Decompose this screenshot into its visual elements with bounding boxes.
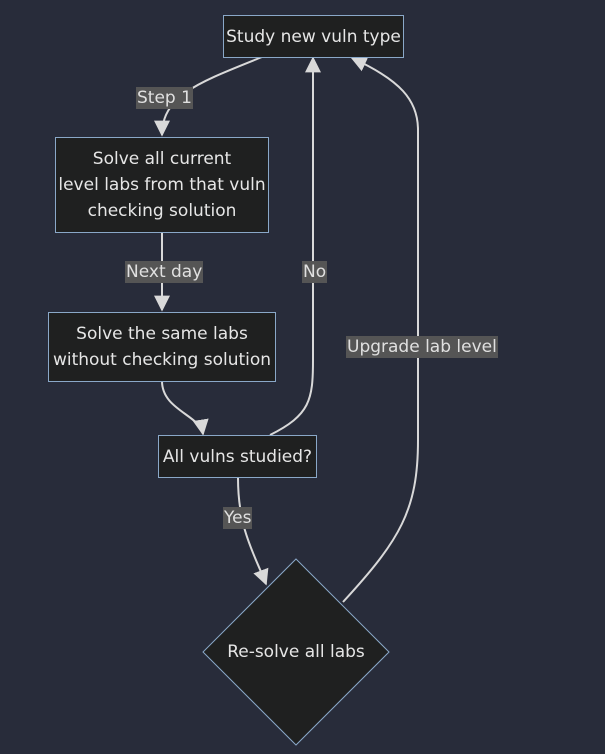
edge-label-next-day: Next day — [125, 261, 204, 283]
edge-upgrade — [342, 56, 419, 603]
node-solve-current-labs: Solve all current level labs from that v… — [55, 137, 269, 233]
edge-yes — [237, 477, 269, 586]
edge-to-decision — [161, 380, 209, 436]
node-solve-same-label: Solve the same labs without checking sol… — [52, 324, 272, 370]
node-solve-same-labs: Solve the same labs without checking sol… — [48, 312, 276, 382]
edge-no — [269, 56, 321, 436]
edge-label-step1: Step 1 — [136, 87, 193, 109]
edge-label-no: No — [302, 261, 328, 283]
edge-label-upgrade: Upgrade lab level — [346, 336, 498, 358]
node-resolve-label: Re-solve all labs — [227, 642, 365, 662]
node-study-new-vuln-type: Study new vuln type — [223, 15, 404, 58]
node-resolve-all-labs: Re-solve all labs — [216, 641, 376, 663]
node-all-studied-label: All vulns studied? — [162, 446, 313, 467]
node-solve-current-label: Solve all current level labs from that v… — [58, 149, 266, 221]
node-study-label: Study new vuln type — [226, 26, 401, 47]
resolve-diamond-shape — [202, 558, 390, 746]
node-all-vulns-studied: All vulns studied? — [158, 435, 317, 478]
edge-label-yes: Yes — [223, 507, 253, 529]
